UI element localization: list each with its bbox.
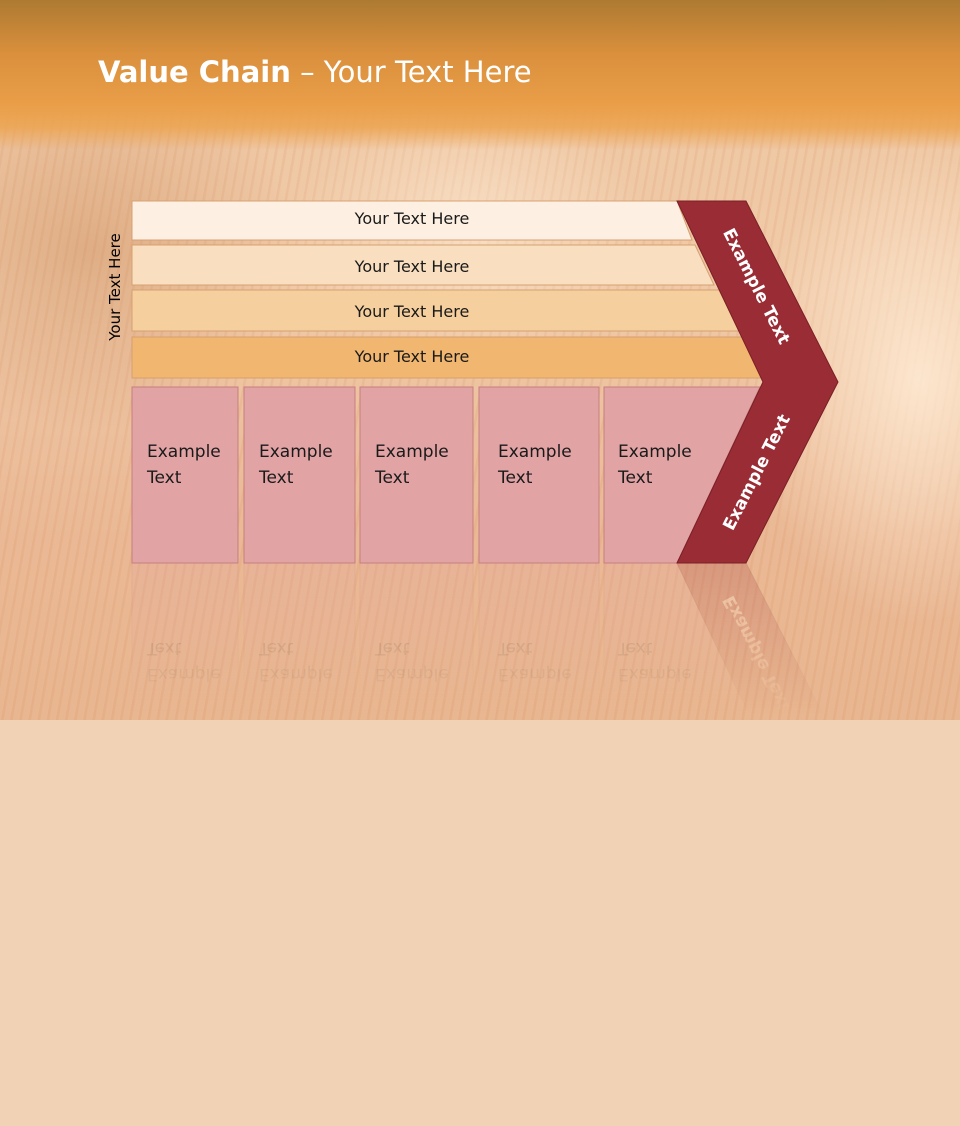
card-text-5: Example Text: [618, 442, 692, 488]
card-text-1: Example Text: [147, 442, 221, 488]
margin-chevron[interactable]: [676, 200, 839, 564]
activity-card-4[interactable]: [478, 386, 600, 564]
activity-card-1[interactable]: [131, 386, 239, 564]
row-bar-1[interactable]: [131, 200, 693, 241]
row-label-3-reflection: Your Text Here: [354, 805, 470, 824]
value-chain-shapes: [131, 200, 839, 564]
activity-card-2[interactable]: [243, 386, 356, 564]
row-bar-2-reflection: [131, 840, 715, 882]
card-text-4: Example Text: [498, 442, 572, 488]
row-label-1-reflection: Your Text Here: [354, 898, 470, 917]
row-label-1: Your Text Here: [354, 209, 470, 228]
chevron-label-upper-reflection: Example Text: [718, 778, 794, 901]
row-label-2: Your Text Here: [354, 257, 470, 276]
slide-title-bold: Value Chain: [98, 55, 291, 89]
row-bar-4-reflection: [131, 747, 764, 790]
row-bar-3-reflection: [131, 794, 740, 837]
card-text-2: Example Text: [259, 442, 333, 488]
row-label-3: Your Text Here: [354, 302, 470, 321]
row-bar-1-reflection: [131, 885, 693, 926]
row-bar-2[interactable]: [131, 244, 715, 286]
slide-title-rest: – Your Text Here: [290, 55, 532, 89]
activity-card-3[interactable]: [359, 386, 474, 564]
row-label-4: Your Text Here: [354, 347, 470, 366]
card-text-3: Example Text: [375, 442, 449, 488]
row-label-2-reflection: Your Text Here: [354, 850, 470, 869]
header-band: [0, 0, 960, 150]
slide-title: Value Chain – Your Text Here: [98, 55, 532, 89]
row-label-4-reflection: Your Text Here: [354, 760, 470, 779]
